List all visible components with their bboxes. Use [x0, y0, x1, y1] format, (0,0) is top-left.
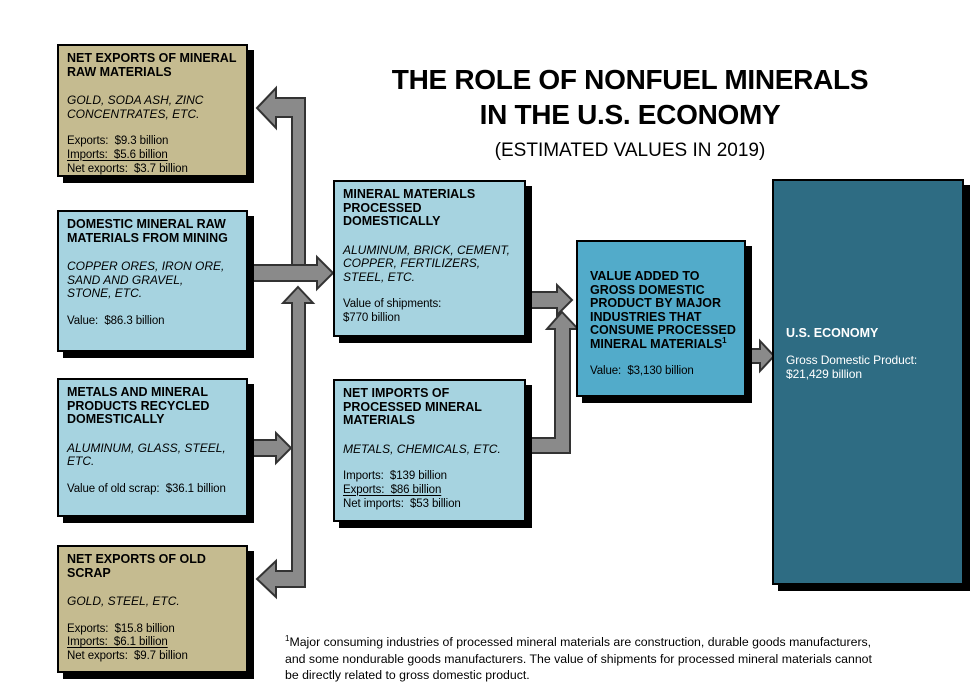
title-line-2: IN THE U.S. ECONOMY: [479, 99, 781, 130]
box-heading: DOMESTIC MINERAL RAW MATERIALS FROM MINI…: [67, 217, 228, 245]
box-heading: NET IMPORTS OF PROCESSED MINERAL MATERIA…: [343, 386, 482, 427]
box-heading: VALUE ADDED TO GROSS DOMESTIC PRODUCT BY…: [590, 269, 736, 351]
box-heading: NET EXPORTS OF MINERAL RAW MATERIALS: [67, 51, 237, 79]
box-examples: GOLD, SODA ASH, ZINC CONCENTRATES, ETC.: [67, 93, 204, 121]
box-stats: Value of old scrap: $36.1 billion: [67, 483, 242, 497]
box-heading: NET EXPORTS OF OLD SCRAP: [67, 552, 206, 580]
stat-exports: Exports: $86 billion: [343, 483, 442, 496]
box-examples: METALS, CHEMICALS, ETC.: [343, 441, 501, 456]
box-stats: Value: $86.3 billion: [67, 315, 242, 329]
box-stats: Value: $3,130 billion: [590, 365, 740, 379]
stat-net-imports: Net imports: $53 billion: [343, 497, 461, 510]
box-value-added-to-gross-domestic-product: VALUE ADDED TO GROSS DOMESTIC PRODUCT BY…: [576, 240, 746, 397]
footnote: 1Major consuming industries of processed…: [285, 634, 877, 684]
stat-value-old-scrap: Value of old scrap: $36.1 billion: [67, 482, 226, 495]
box-mineral-materials-processed-domestically: MINERAL MATERIALS PROCESSED DOMESTICALLY…: [333, 180, 526, 337]
box-examples: GOLD, STEEL, ETC.: [67, 594, 180, 608]
box-net-exports-of-old-scrap: NET EXPORTS OF OLD SCRAP GOLD, STEEL, ET…: [57, 545, 248, 673]
stat-imports: Imports: $139 billion: [343, 470, 447, 482]
box-heading: METALS AND MINERAL PRODUCTS RECYCLED DOM…: [67, 385, 210, 426]
stat-gross-domestic-product: Gross Domestic Product: $21,429 billion: [786, 352, 918, 382]
arrow-net-imports-to-value-added: [529, 310, 581, 454]
box-net-exports-of-mineral-raw-materials: NET EXPORTS OF MINERAL RAW MATERIALS GOL…: [57, 44, 248, 177]
box-stats: Value of shipments: $770 billion: [343, 298, 520, 326]
box-stats: Imports: $139 billion Exports: $86 billi…: [343, 470, 520, 511]
stat-net-exports: Net exports: $9.7 billion: [67, 650, 188, 663]
title-subtitle: (ESTIMATED VALUES IN 2019): [494, 140, 766, 161]
arrow-recycled-to-channel: [245, 430, 293, 466]
diagram-title: THE ROLE OF NONFUEL MINERALS IN THE U.S.…: [330, 62, 930, 163]
arrow-value-added-to-economy: [747, 338, 776, 374]
box-stats: Exports: $15.8 billion Imports: $6.1 bil…: [67, 623, 242, 664]
box-examples: ALUMINUM, BRICK, CEMENT, COPPER, FERTILI…: [343, 242, 510, 284]
stat-value: Value: $86.3 billion: [67, 314, 165, 327]
box-net-imports-of-processed-mineral-materials: NET IMPORTS OF PROCESSED MINERAL MATERIA…: [333, 379, 526, 522]
arrow-processed-to-value-added: [529, 282, 574, 318]
footnote-marker: 1: [285, 633, 290, 643]
box-examples: ALUMINUM, GLASS, STEEL, ETC.: [67, 440, 226, 468]
box-heading: MINERAL MATERIALS PROCESSED DOMESTICALLY: [343, 187, 476, 228]
arrow-mining-to-processed: [245, 254, 335, 292]
stat-exports: Exports: $9.3 billion: [67, 135, 169, 147]
stat-imports: Imports: $6.1 billion: [67, 636, 168, 649]
box-examples: COPPER ORES, IRON ORE, SAND AND GRAVEL, …: [67, 259, 225, 300]
arrow-recycled-channel-up-and-to-old-scrap: [255, 285, 316, 600]
stat-value-of-shipments: Value of shipments: $770 billion: [343, 298, 442, 324]
box-stats: Exports: $9.3 billion Imports: $5.6 bill…: [67, 135, 242, 176]
footnote-marker: 1: [722, 335, 727, 345]
box-stats: Gross Domestic Product: $21,429 billion: [786, 353, 958, 382]
stat-value: Value: $3,130 billion: [590, 365, 694, 377]
stat-imports: Imports: $5.6 billion: [67, 148, 168, 161]
box-metals-and-mineral-products-recycled: METALS AND MINERAL PRODUCTS RECYCLED DOM…: [57, 378, 248, 517]
stat-net-exports: Net exports: $3.7 billion: [67, 162, 188, 175]
title-line-1: THE ROLE OF NONFUEL MINERALS: [391, 64, 869, 95]
box-heading: U.S. ECONOMY: [786, 326, 879, 340]
box-us-economy: U.S. ECONOMY Gross Domestic Product: $21…: [772, 179, 964, 585]
arrow-mining-to-net-exports-raw: [255, 85, 306, 267]
footnote-text: Major consuming industries of processed …: [285, 635, 872, 682]
box-domestic-mineral-raw-materials-from-mining: DOMESTIC MINERAL RAW MATERIALS FROM MINI…: [57, 210, 248, 352]
stat-exports: Exports: $15.8 billion: [67, 622, 175, 635]
